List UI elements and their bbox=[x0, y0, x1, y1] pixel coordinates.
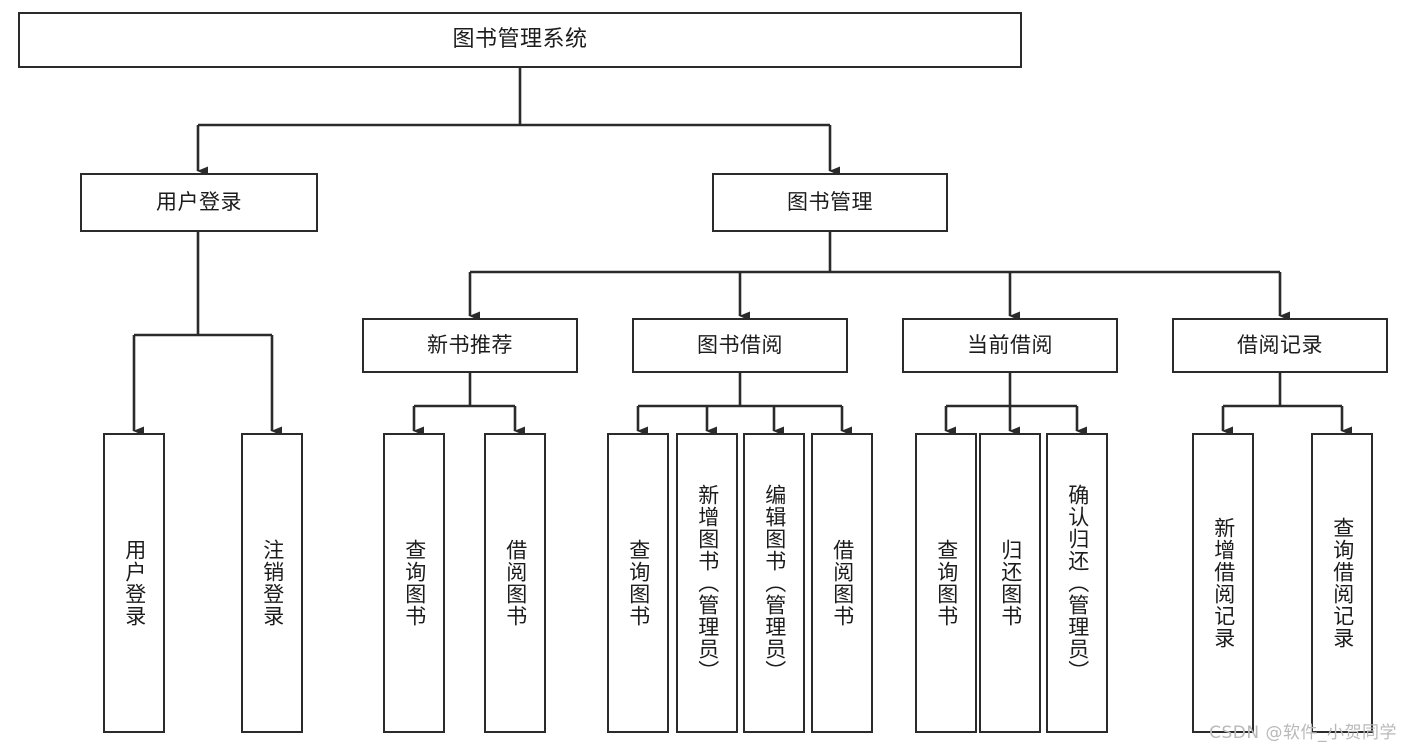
node-book-management[interactable]: 图书管理 bbox=[712, 173, 948, 232]
leaf-borrow-record-add[interactable]: 新增借阅记录 bbox=[1192, 433, 1254, 733]
node-label: 图书借阅 bbox=[697, 332, 783, 357]
node-book-borrow[interactable]: 图书借阅 bbox=[632, 318, 848, 373]
leaf-new-book-borrow[interactable]: 借阅图书 bbox=[484, 433, 546, 733]
node-label: 归还图书 bbox=[998, 539, 1023, 627]
node-label: 注销登录 bbox=[260, 539, 285, 627]
watermark-text: CSDN @软件_小贺同学 bbox=[1209, 723, 1397, 743]
leaf-user-login-logout[interactable]: 注销登录 bbox=[241, 433, 303, 733]
node-label: 借阅图书 bbox=[830, 539, 855, 627]
leaf-current-borrow-confirm-return[interactable]: 确认归还（管理员） bbox=[1046, 433, 1108, 733]
node-current-borrow[interactable]: 当前借阅 bbox=[902, 318, 1118, 373]
node-label: 新书推荐 bbox=[427, 332, 513, 357]
node-label: 查询图书 bbox=[626, 539, 651, 627]
node-label: 图书管理 bbox=[787, 189, 873, 214]
node-root-system[interactable]: 图书管理系统 bbox=[18, 12, 1022, 68]
node-label: 图书管理系统 bbox=[452, 26, 588, 52]
node-label: 查询图书 bbox=[934, 539, 959, 627]
node-borrow-record[interactable]: 借阅记录 bbox=[1172, 318, 1388, 373]
node-label: 新增图书（管理员） bbox=[695, 484, 720, 682]
node-label: 借阅图书 bbox=[503, 539, 528, 627]
leaf-borrow-record-query[interactable]: 查询借阅记录 bbox=[1311, 433, 1373, 733]
leaf-book-borrow-add[interactable]: 新增图书（管理员） bbox=[676, 433, 738, 733]
node-label: 编辑图书（管理员） bbox=[762, 484, 787, 682]
node-label: 当前借阅 bbox=[967, 332, 1053, 357]
leaf-current-borrow-return[interactable]: 归还图书 bbox=[979, 433, 1041, 733]
leaf-user-login-login[interactable]: 用户登录 bbox=[103, 433, 165, 733]
node-label: 确认归还（管理员） bbox=[1065, 484, 1090, 682]
node-label: 查询图书 bbox=[402, 539, 427, 627]
node-label: 用户登录 bbox=[122, 539, 147, 627]
leaf-new-book-query[interactable]: 查询图书 bbox=[383, 433, 445, 733]
leaf-book-borrow-borrow[interactable]: 借阅图书 bbox=[811, 433, 873, 733]
node-label: 查询借阅记录 bbox=[1330, 517, 1355, 649]
leaf-book-borrow-query[interactable]: 查询图书 bbox=[607, 433, 669, 733]
leaf-book-borrow-edit[interactable]: 编辑图书（管理员） bbox=[743, 433, 805, 733]
node-label: 新增借阅记录 bbox=[1211, 517, 1236, 649]
node-new-book-recommend[interactable]: 新书推荐 bbox=[362, 318, 578, 373]
node-user-login[interactable]: 用户登录 bbox=[80, 173, 318, 232]
leaf-current-borrow-query[interactable]: 查询图书 bbox=[915, 433, 977, 733]
node-label: 用户登录 bbox=[156, 189, 242, 214]
node-label: 借阅记录 bbox=[1237, 332, 1323, 357]
